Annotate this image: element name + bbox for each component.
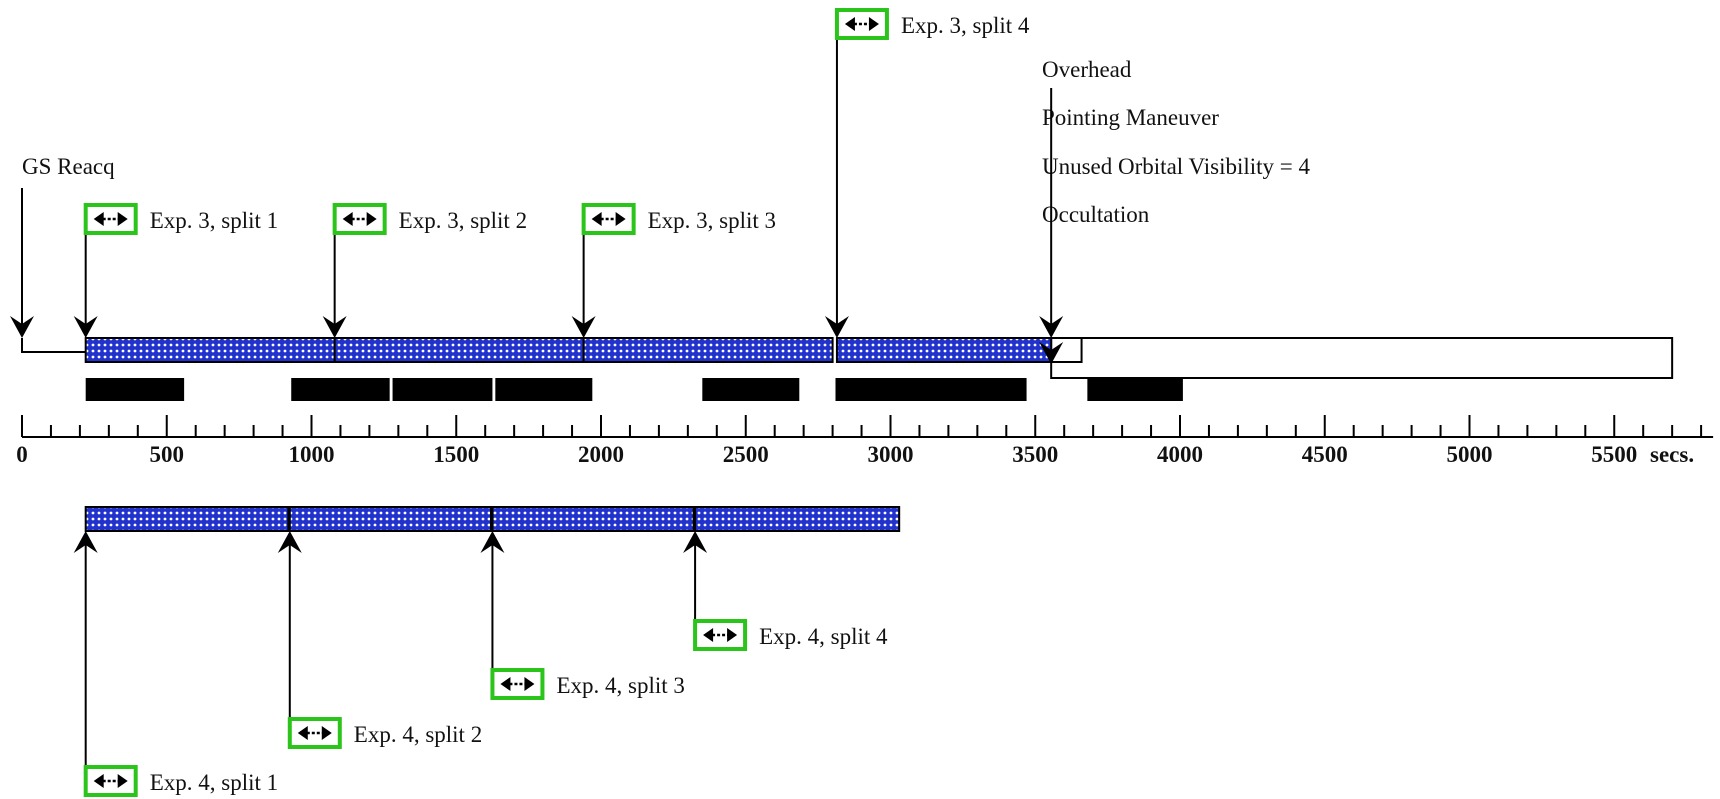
- exp4-split-label: Exp. 4, split 1: [150, 770, 278, 795]
- exp3-split-label: Exp. 3, split 1: [150, 208, 278, 233]
- tick-label: 2500: [723, 442, 769, 467]
- overhead-arrowhead: [1039, 316, 1064, 338]
- occultation-label: Occultation: [1042, 202, 1150, 227]
- split-icon: [834, 8, 889, 40]
- split-icon: [693, 619, 748, 651]
- overhead-label: Overhead: [1042, 57, 1132, 82]
- tick-label: 500: [150, 442, 185, 467]
- exp4-split-bar: [694, 506, 901, 532]
- tick-label: 4500: [1302, 442, 1348, 467]
- unused-orbital-visibility-label: Unused Orbital Visibility = 4: [1042, 154, 1310, 179]
- exp3-arrowhead: [571, 316, 596, 338]
- exp3-split-label: Exp. 3, split 2: [399, 208, 527, 233]
- exp3-split-bar: [84, 337, 336, 363]
- exp3-split-bar: [835, 337, 1053, 363]
- tick-label: 1000: [289, 442, 335, 467]
- occultation-block: [85, 378, 185, 401]
- exp3-split-bar: [582, 337, 834, 363]
- occultation-block: [835, 378, 1027, 401]
- gs-reacq-arrowhead: [10, 316, 34, 338]
- split-icon: [490, 668, 545, 700]
- occultation-block: [1087, 378, 1183, 401]
- tick-label: 4000: [1157, 442, 1203, 467]
- tick-label: 3000: [868, 442, 914, 467]
- exp4-arrowhead: [73, 531, 98, 553]
- occultation-block: [495, 378, 593, 401]
- split-icon: [581, 203, 636, 235]
- exp4-arrowhead: [480, 531, 505, 553]
- exp3-split-label: Exp. 3, split 4: [901, 13, 1030, 38]
- exp3-split-label: Exp. 3, split 3: [648, 208, 776, 233]
- gs-reacq-label: GS Reacq: [22, 154, 115, 179]
- unused-visibility-bar: [1050, 337, 1674, 379]
- tick-label: 5500: [1591, 442, 1637, 467]
- bars-layer: [21, 337, 1674, 532]
- exp4-arrowhead: [277, 531, 302, 553]
- split-icon: [83, 203, 138, 235]
- tick-label: 1500: [433, 442, 479, 467]
- tick-label: 3500: [1012, 442, 1058, 467]
- exp4-split-label: Exp. 4, split 2: [354, 722, 482, 747]
- pointing-maneuver-label: Pointing Maneuver: [1042, 105, 1219, 130]
- tick-label: 0: [16, 442, 28, 467]
- exp4-split-bar: [491, 506, 695, 532]
- exp4-arrowhead: [683, 531, 708, 553]
- occultation-block: [702, 378, 800, 401]
- exp3-arrowhead: [73, 316, 98, 338]
- overhead-arrowhead: [1039, 342, 1064, 364]
- exp4-split-label: Exp. 4, split 3: [556, 673, 684, 698]
- callouts-layer: Exp. 3, split 1 Exp. 3, split 2 Exp. 3, sp…: [10, 8, 1064, 797]
- occultation-block: [291, 378, 390, 401]
- tick-label: 5000: [1447, 442, 1493, 467]
- split-icon: [332, 203, 387, 235]
- exp3-split-bar: [333, 337, 585, 363]
- exp4-split-bar: [84, 506, 290, 532]
- exp3-arrowhead: [322, 316, 347, 338]
- exp3-arrowhead: [824, 316, 849, 338]
- exp4-split-label: Exp. 4, split 4: [759, 624, 888, 649]
- axis-units-label: secs.: [1650, 442, 1694, 467]
- exp4-split-bar: [288, 506, 492, 532]
- tick-label: 2000: [578, 442, 624, 467]
- split-icon: [83, 765, 138, 797]
- split-icon: [287, 717, 342, 749]
- occultation-block: [392, 378, 493, 401]
- gs-reacq-segment: [21, 338, 86, 353]
- axis-layer: 0 500 1000 1500 2000 2500 3000 3500 4000 4500 5000…: [16, 415, 1714, 467]
